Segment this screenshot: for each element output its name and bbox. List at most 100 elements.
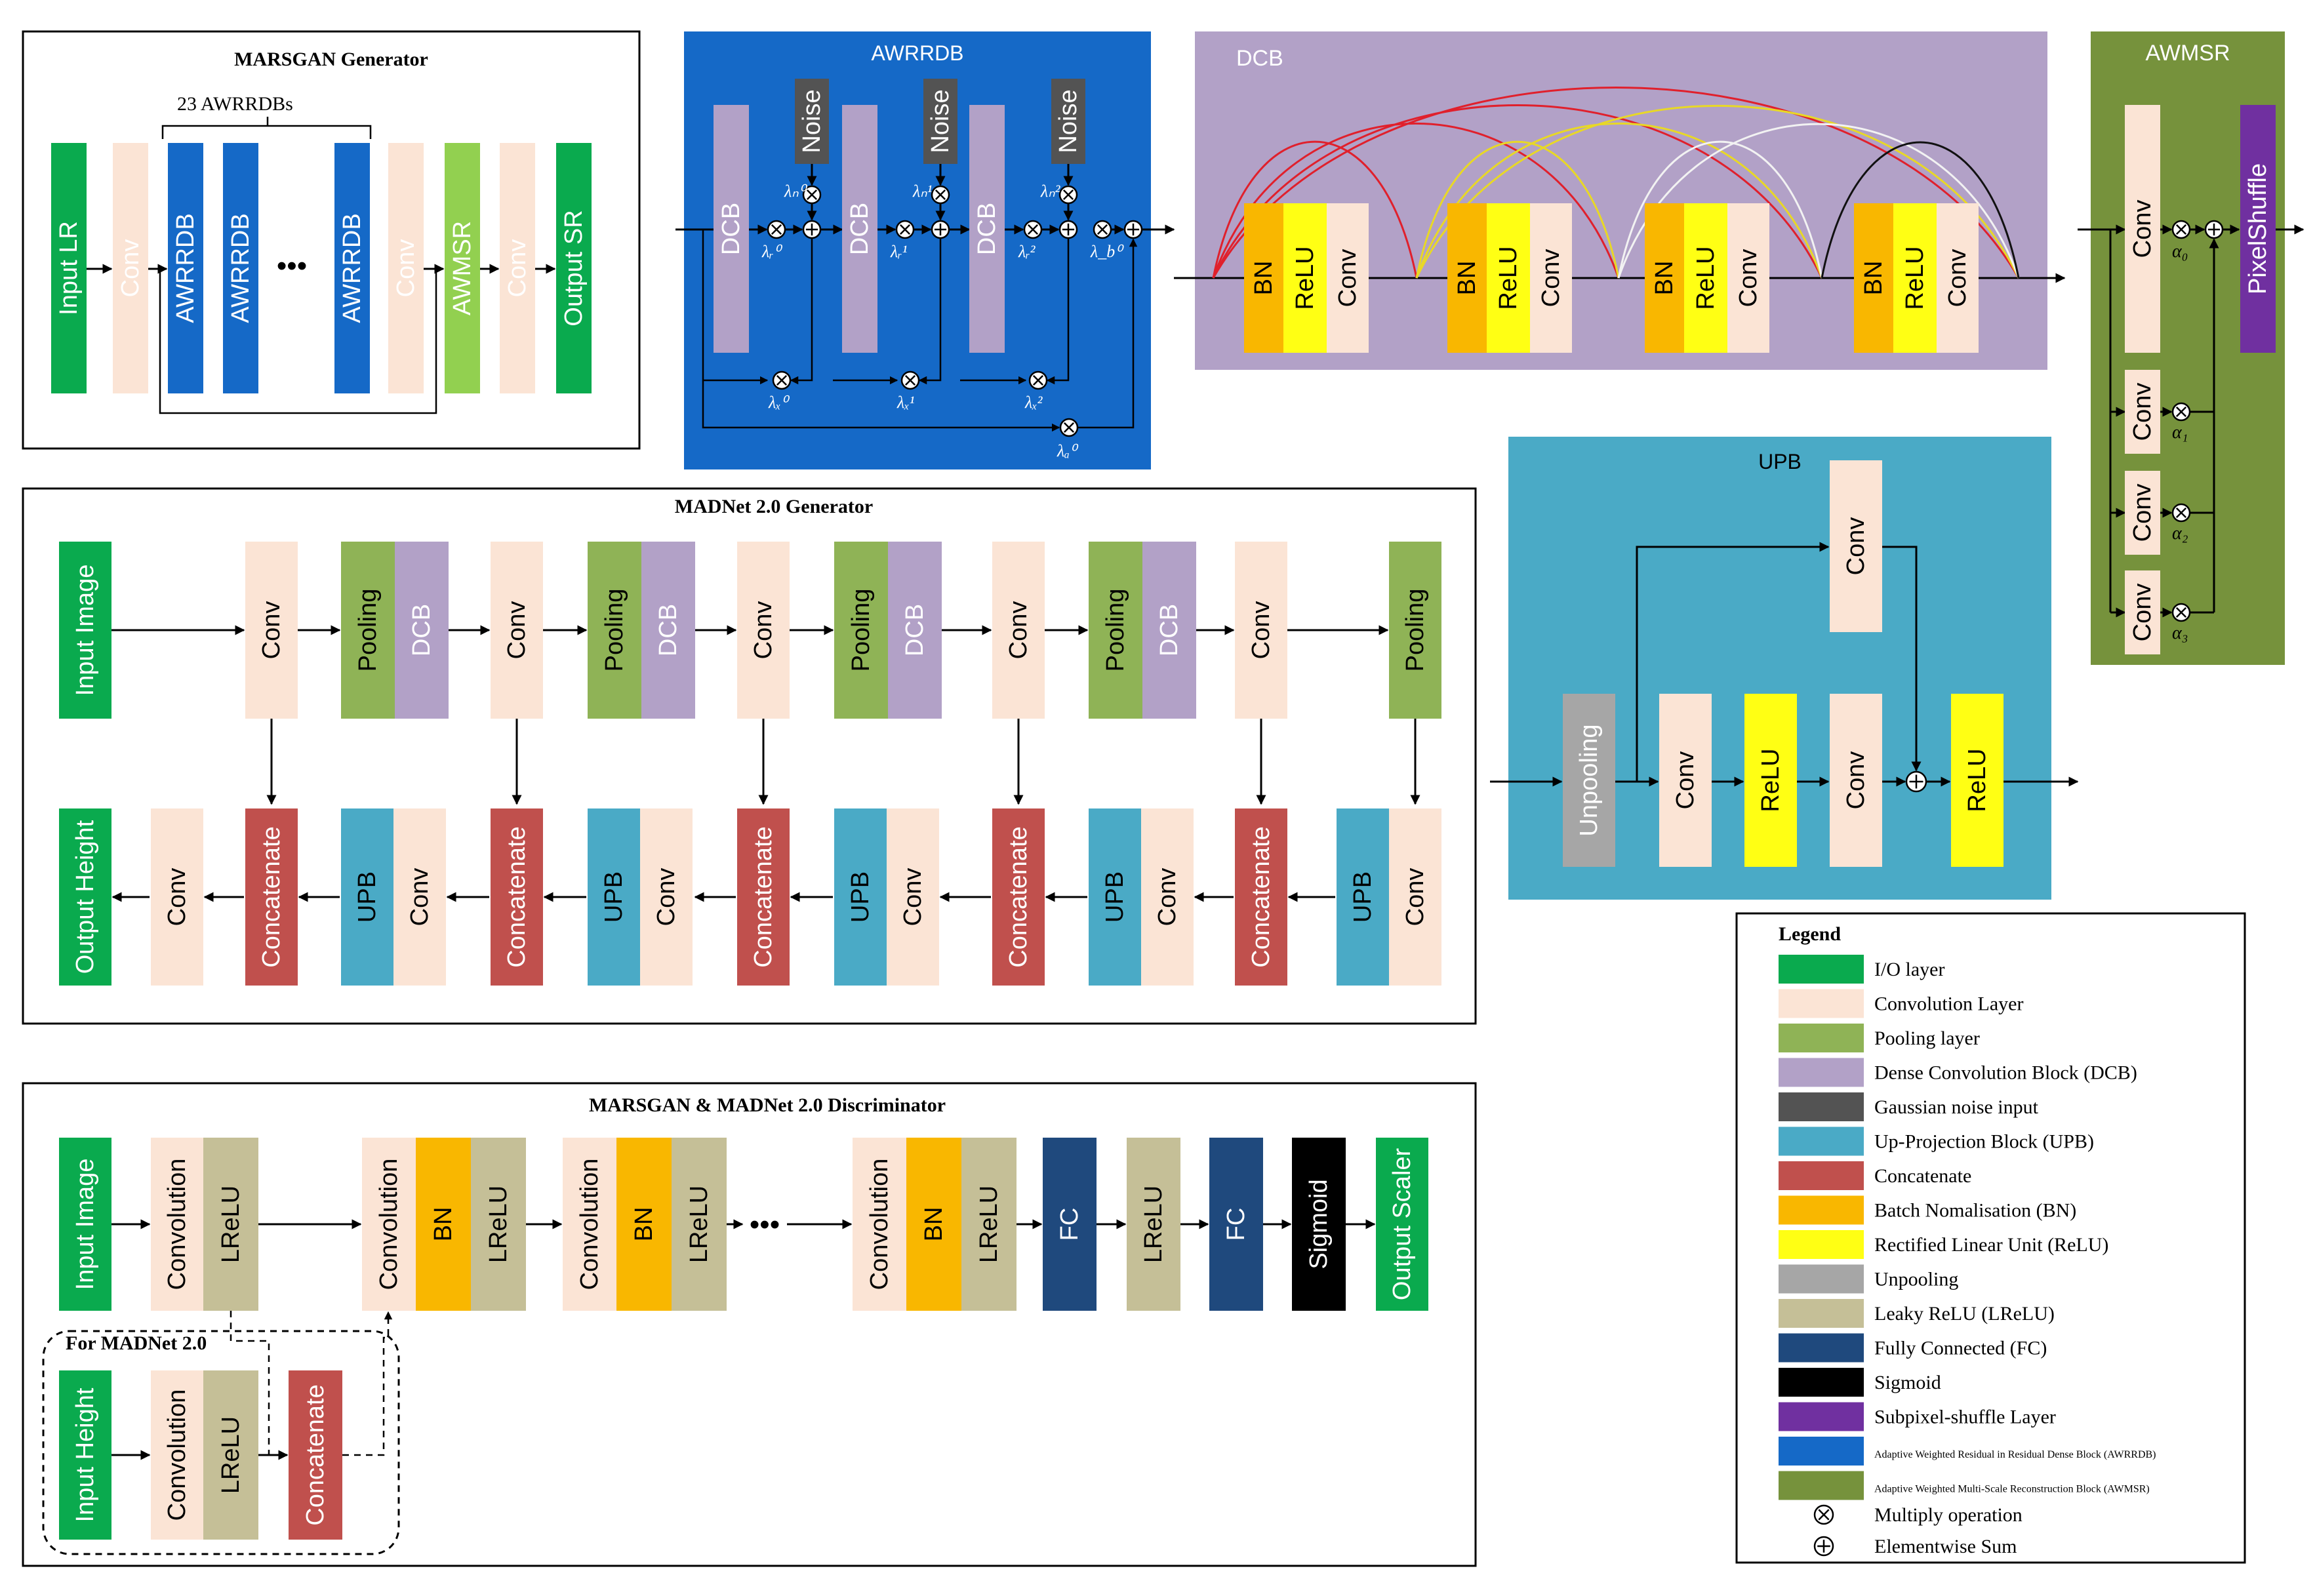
marsgan-output: Output SR	[556, 143, 592, 393]
madnet-concat-3: Concatenate	[992, 808, 1045, 986]
legend-swatch-7	[1779, 1195, 1864, 1225]
disc-lrelu-4-box	[1127, 1138, 1180, 1311]
awmsr-conv-1-box	[2125, 370, 2160, 454]
madnet-pool-1-label: Pooling	[601, 589, 628, 672]
upb-relu-1-label: ReLU	[1757, 748, 1784, 812]
disc-lrelu-1: LReLU	[471, 1138, 526, 1311]
legend-label-6: Concatenate	[1874, 1165, 1971, 1187]
disc-lrelu-3-box	[961, 1138, 1017, 1311]
dcb-bn-1-label: BN	[1453, 261, 1481, 296]
dcb-relu-3-box	[1893, 203, 1937, 353]
legend-swatch-3	[1779, 1058, 1864, 1087]
awrrdb-mul-r-0	[767, 220, 786, 239]
awrrdb-dcb-0-label: DCB	[717, 203, 745, 255]
legend-label-15: Adaptive Weighted Multi-Scale Reconstruc…	[1874, 1484, 2150, 1495]
madnet-concat-1-box	[491, 808, 543, 986]
madnet-enc-conv-2: Conv	[737, 542, 790, 719]
madnet-enc-conv-3-label: Conv	[1005, 601, 1032, 660]
madnet-dcb-3-label: DCB	[1156, 604, 1183, 656]
dcb-relu-1-box	[1487, 203, 1530, 353]
legend-label-0: I/O layer	[1874, 959, 1944, 980]
madnet-pool-1-box	[588, 542, 641, 719]
upb-conv-1: Conv	[1659, 694, 1712, 867]
madnet-upb-1-label: UPB	[600, 871, 628, 923]
disc-lrelu-4: LReLU	[1127, 1138, 1180, 1311]
dcb-arc-4	[1415, 140, 1620, 279]
awmsr-conv-3-label: Conv	[2129, 584, 2156, 642]
legend-sum-icon	[1813, 1536, 1834, 1557]
legend-swatch-1	[1779, 989, 1864, 1018]
disc-sub-conv-label: Convolution	[163, 1389, 191, 1521]
disc-sub-conv: Convolution	[151, 1370, 203, 1540]
marsgan-conv-1: Conv	[113, 143, 148, 393]
marsgan-input-label: Input LR	[55, 221, 83, 315]
disc-sub-lrelu-label: LReLU	[217, 1416, 245, 1494]
awmsr-conv-2: Conv	[2125, 471, 2160, 555]
disc-lrelu-0-box	[203, 1138, 258, 1311]
dcb-arc-9	[1821, 141, 2020, 279]
awrrdb-mul-b	[1093, 220, 1112, 239]
disc-fc-0: FC	[1043, 1138, 1097, 1311]
madnet-upb-2: UPB	[834, 808, 887, 986]
disc-sub-concat-box	[289, 1370, 342, 1540]
disc-lrelu-4-label: LReLU	[1140, 1186, 1167, 1263]
upb-sum	[1905, 770, 1927, 793]
dcb-bn-3: BN	[1854, 203, 1893, 353]
awmsr-alpha-2: α₂	[2172, 523, 2188, 544]
marsgan-conv-3: Conv	[500, 143, 535, 393]
dcb-bn-3-label: BN	[1860, 261, 1887, 296]
madnet-concat-1-label: Concatenate	[503, 826, 531, 968]
awrrdb-dcb-2-label: DCB	[973, 203, 1001, 255]
legend-label-2: Pooling layer	[1874, 1027, 1980, 1049]
marsgan-awmsr-box	[445, 143, 480, 393]
dcb-conv-3-label: Conv	[1944, 249, 1971, 308]
awrrdb-mul-r-1	[895, 220, 915, 239]
dcb-relu-2: ReLU	[1684, 203, 1727, 353]
madnet-enc-conv-0-label: Conv	[258, 601, 285, 660]
disc-fc-1: FC	[1209, 1138, 1263, 1311]
madnet-enc-conv-1: Conv	[491, 542, 543, 719]
madnet-pool-4-box	[1389, 542, 1441, 719]
dcb-arc-7	[1617, 140, 1823, 279]
awmsr-conv-2-box	[2125, 471, 2160, 555]
upb-unpool-label: Unpooling	[1575, 724, 1603, 836]
disc-sub-input-label: Input Height	[71, 1387, 99, 1522]
awrrdb-dcb-0-box	[714, 105, 749, 353]
legend-swatch-0	[1779, 955, 1864, 984]
disc-lrelu-2-label: LReLU	[685, 1186, 713, 1263]
madnet-output-label: Output Height	[71, 820, 99, 974]
awrrdb-dcb-1-label: DCB	[846, 203, 874, 255]
awrrdb-sum-2	[1058, 220, 1078, 239]
awmsr-conv-3: Conv	[2125, 570, 2160, 654]
legend-sum-label: Elementwise Sum	[1874, 1536, 2017, 1557]
awrrdb-x-line-1	[918, 238, 942, 385]
upb-conv-1-label: Conv	[1672, 751, 1699, 810]
awrrdb-lambda-r-1: λᵣ¹	[890, 242, 908, 261]
madnet-dec-conv-3-label: Conv	[899, 868, 927, 927]
legend-label-9: Unpooling	[1874, 1269, 1958, 1290]
disc-lrelu-2: LReLU	[672, 1138, 727, 1311]
awmsr-conv-1: Conv	[2125, 370, 2160, 454]
madnet-pool-3: Pooling	[1089, 542, 1142, 719]
marsgan-conv-3-box	[500, 143, 535, 393]
disc-sub-lrelu-box	[203, 1370, 258, 1540]
disc-sub-title: For MADNet 2.0	[66, 1332, 207, 1354]
madnet-pool-4-label: Pooling	[1401, 589, 1429, 672]
awmsr-sum	[2204, 220, 2224, 239]
madnet-dcb-2: DCB	[888, 542, 942, 719]
awrrdb-mul-r-2	[1023, 220, 1043, 239]
madnet-pool-2-label: Pooling	[847, 589, 875, 672]
madnet-concat-4-box	[1235, 808, 1287, 986]
awrrdb-skip-1	[702, 229, 769, 385]
dcb-relu-0: ReLU	[1283, 203, 1327, 353]
awmsr-conv-2-label: Conv	[2129, 484, 2156, 542]
madnet-upb-0: UPB	[341, 808, 393, 986]
disc-lrelu-3: LReLU	[961, 1138, 1017, 1311]
madnet-concat-3-box	[992, 808, 1045, 986]
awmsr-conv-0-label: Conv	[2129, 200, 2156, 258]
legend-label-13: Subpixel-shuffle Layer	[1874, 1406, 2056, 1428]
madnet-pool-2-box	[834, 542, 888, 719]
legend-multiply-label: Multiply operation	[1874, 1504, 2023, 1526]
awmsr-conv-0-box	[2125, 105, 2160, 353]
madnet-dec-conv-0-box	[151, 808, 203, 986]
